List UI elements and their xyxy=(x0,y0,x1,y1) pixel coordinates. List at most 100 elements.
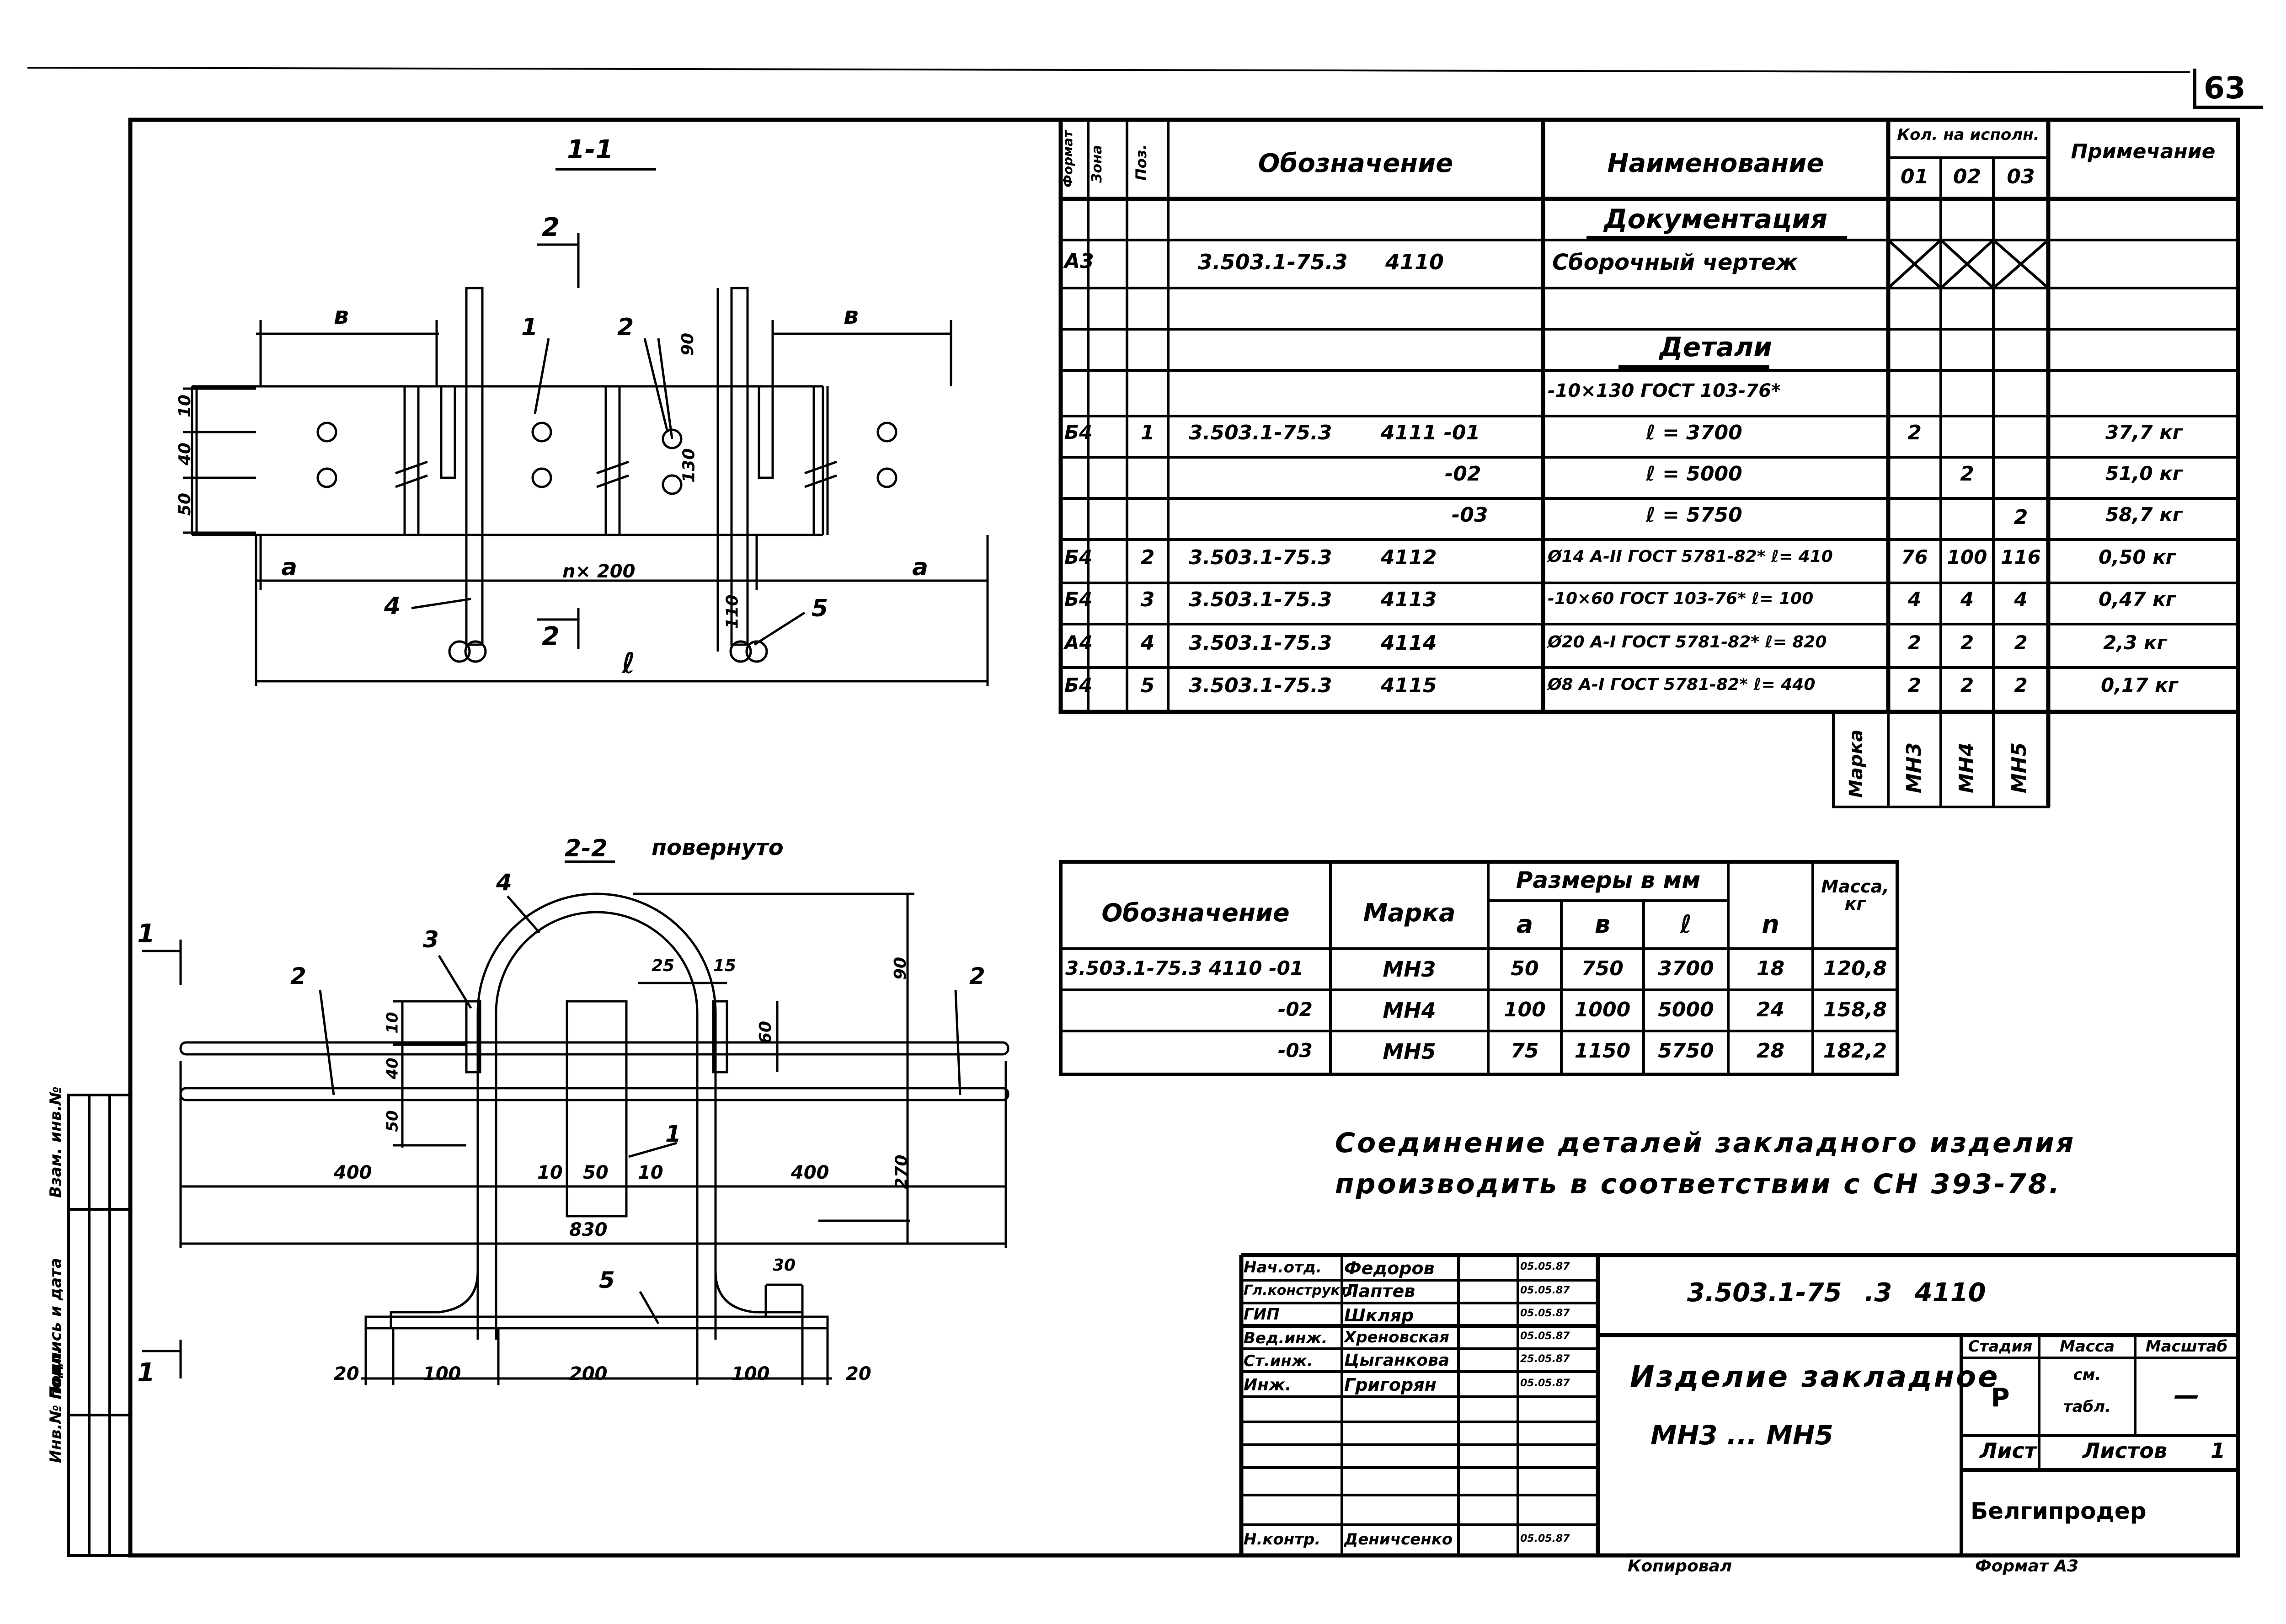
spec-header-qty: Кол. на исполн. xyxy=(1897,126,2040,144)
tb-date: 05.05.87 xyxy=(1520,1330,1570,1342)
tb-item-name: Изделие закладное xyxy=(1630,1360,2000,1394)
dim-400-left: 400 xyxy=(334,1162,372,1183)
spec-row-sheet: 4113 xyxy=(1381,588,1437,611)
spec-row-q1: 2 xyxy=(1907,421,1922,444)
spec-row-sheet: 4110 xyxy=(1385,250,1444,274)
sizes-table-grid xyxy=(1059,860,1899,1076)
tb-scale-value: — xyxy=(2174,1381,2200,1410)
tb-mass-value-1: см. xyxy=(2073,1366,2101,1384)
sizes-header-designation: Обозначение xyxy=(1101,898,1290,927)
callout-2: 2 xyxy=(617,314,634,341)
sizes-row-mass: 120,8 xyxy=(1823,957,1887,980)
section-2-drawing xyxy=(142,860,1009,1385)
section-2-cut-bottom: 1 xyxy=(137,1358,155,1388)
spec-row-note: 0,47 кг xyxy=(2099,588,2176,610)
spec-row-code: 3.503.1-75.3 xyxy=(1189,421,1332,444)
tb-scale-label: Масштаб xyxy=(2145,1337,2228,1356)
sizes-header-dims: Размеры в мм xyxy=(1516,867,1701,893)
dim-base-200: 200 xyxy=(569,1363,608,1384)
side-stamp-sign: Подпись и дата xyxy=(47,1258,65,1399)
spec-row-name: Ø20 А-I ГОСТ 5781-82* ℓ= 820 xyxy=(1548,633,1827,652)
spec-row-name: Ø14 А-II ГОСТ 5781-82* ℓ= 410 xyxy=(1548,547,1833,566)
sizes-row-mark: МН4 xyxy=(1383,998,1436,1023)
tb-copied: Копировал xyxy=(1628,1557,1732,1576)
marka-mn5: МН5 xyxy=(2008,742,2031,793)
dim-n: n× 200 xyxy=(562,561,636,582)
dim-270: 270 xyxy=(892,1154,911,1189)
dim-50: 50 xyxy=(176,492,195,516)
sizes-header-l: ℓ xyxy=(1680,910,1692,939)
spec-row-q3: 116 xyxy=(2001,546,2041,568)
spec-row-q2: 4 xyxy=(1960,588,1974,610)
dim-base-20-left: 20 xyxy=(334,1363,359,1384)
spec-row-q2: 2 xyxy=(1960,462,1974,486)
spec-row-sheet: 4112 xyxy=(1381,546,1437,569)
marka-label: Марка xyxy=(1846,729,1867,798)
spec-row-code: 3.503.1-75.3 xyxy=(1189,674,1332,697)
spec-row-sheet: -03 xyxy=(1452,503,1488,527)
tb-role: Ст.инж. xyxy=(1244,1352,1313,1370)
sizes-header-n: n xyxy=(1762,910,1779,939)
note-line-1: Соединение деталей закладного изделия xyxy=(1335,1127,2076,1159)
tb-item-marks: МН3 ... МН5 xyxy=(1650,1420,1833,1451)
tb-date: 05.05.87 xyxy=(1520,1308,1570,1319)
spec-row-pos: 5 xyxy=(1140,674,1155,697)
spec-row-q3: 2 xyxy=(2014,674,2028,696)
tb-mass-label: Масса xyxy=(2059,1337,2115,1356)
marka-mn4: МН4 xyxy=(1955,742,1978,793)
callout-1: 1 xyxy=(665,1121,681,1147)
sizes-row-mass: 182,2 xyxy=(1823,1039,1887,1063)
spec-header-q02: 02 xyxy=(1953,165,1982,188)
tb-role: Инж. xyxy=(1244,1376,1292,1394)
spec-row-note: 2,3 кг xyxy=(2103,631,2167,654)
spec-row-name: -10×60 ГОСТ 103-76* ℓ= 100 xyxy=(1548,589,1814,608)
spec-row-code: 3.503.1-75.3 xyxy=(1189,588,1332,611)
spec-row-q3: 4 xyxy=(2014,588,2028,610)
tb-date: 05.05.87 xyxy=(1520,1285,1570,1296)
tb-sheets-label: Листов xyxy=(2083,1438,2168,1463)
sizes-row-a: 50 xyxy=(1511,957,1539,980)
spec-header-zone: Зона xyxy=(1089,145,1105,183)
spec-row-format: Б4 xyxy=(1064,546,1093,568)
tb-role: ГИП xyxy=(1244,1305,1280,1324)
section-2-title: 2-2 xyxy=(565,835,608,862)
spec-row-q1: 76 xyxy=(1901,546,1928,568)
callout-1: 1 xyxy=(521,314,538,341)
spec-row-code: 3.503.1-75.3 xyxy=(1189,546,1332,569)
spec-row-pos: 2 xyxy=(1140,546,1155,569)
tb-role: Гл.конструкт. xyxy=(1244,1282,1353,1298)
marka-mn3: МН3 xyxy=(1902,742,1926,793)
callout-5: 5 xyxy=(599,1267,615,1293)
dim-130: 130 xyxy=(679,448,699,483)
spec-row-pos: 3 xyxy=(1140,588,1155,611)
sizes-header-mark: Марка xyxy=(1363,898,1456,927)
sizes-header-a: a xyxy=(1516,910,1533,939)
tb-name: Лаптев xyxy=(1344,1281,1415,1301)
dim-10-vert: 10 xyxy=(383,1012,402,1034)
spec-row-note: 58,7 кг xyxy=(2105,503,2183,526)
tb-stage-label: Стадия xyxy=(1968,1337,2033,1356)
section-1-title: 1-1 xyxy=(567,135,614,165)
spec-row-format: Б4 xyxy=(1064,674,1093,696)
spec-header-pos: Поз. xyxy=(1132,144,1150,181)
section-2-subtitle: повернуто xyxy=(652,835,784,860)
tb-organization: Белгипродер xyxy=(1971,1498,2147,1524)
sizes-row-code: 3.503.1-75.3 4110 -01 xyxy=(1065,957,1304,979)
tb-role: Нач.отд. xyxy=(1244,1258,1322,1277)
spec-section-documentation: Документация xyxy=(1603,203,1828,235)
spec-row-code: 3.503.1-75.3 xyxy=(1189,631,1332,655)
dim-b-right: в xyxy=(844,302,859,330)
tb-norm-role: Н.контр. xyxy=(1244,1530,1321,1549)
spec-row-q2: 100 xyxy=(1947,546,1987,568)
dim-10-left: 10 xyxy=(537,1162,563,1183)
sizes-row-code: -02 xyxy=(1278,998,1313,1020)
dim-90: 90 xyxy=(678,332,698,356)
spec-row-sheet: 4111 -01 xyxy=(1381,421,1480,444)
spec-row-q3: 2 xyxy=(2014,506,2028,529)
dim-a-right: a xyxy=(912,554,929,581)
sizes-header-b: в xyxy=(1594,910,1611,939)
spec-row-q2: 2 xyxy=(1960,631,1974,654)
tb-doc-code: 3.503.1-75 .3 4110 xyxy=(1687,1278,1986,1308)
spec-header-format: Формат xyxy=(1060,130,1075,187)
dim-10: 10 xyxy=(176,394,195,418)
